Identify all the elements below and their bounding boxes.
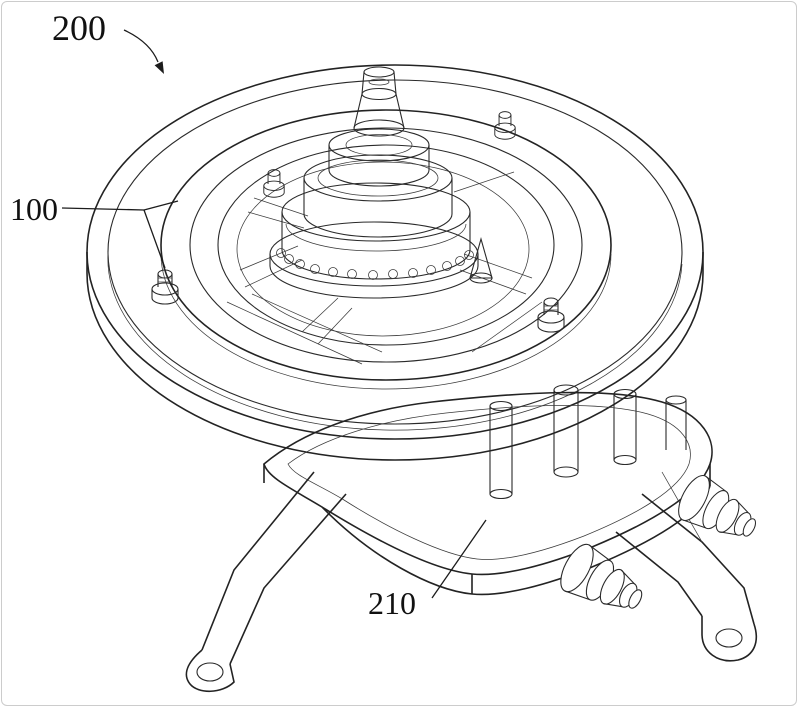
central-hub xyxy=(269,66,479,299)
support-webs xyxy=(226,171,543,365)
label-210: 210 xyxy=(368,585,416,621)
arrowhead-200 xyxy=(154,61,164,74)
hose-fitting-upper xyxy=(678,475,757,537)
bolt-upper-left xyxy=(263,169,285,198)
label-200: 200 xyxy=(52,8,106,48)
support-posts xyxy=(489,384,687,500)
right-bracket xyxy=(615,471,758,662)
perforation-holes xyxy=(276,248,474,280)
bolt-right xyxy=(537,297,565,333)
cone-pin xyxy=(469,236,493,284)
bolt-top-right xyxy=(494,111,516,140)
leader-210 xyxy=(431,519,487,599)
leader-200 xyxy=(123,29,164,74)
inner-ring xyxy=(160,109,612,390)
label-100: 100 xyxy=(10,191,58,227)
leader-100 xyxy=(61,200,179,269)
base-plate xyxy=(263,391,713,596)
hose-fitting-lower xyxy=(560,543,643,609)
bolt-left xyxy=(151,269,179,305)
left-leg xyxy=(185,471,347,693)
